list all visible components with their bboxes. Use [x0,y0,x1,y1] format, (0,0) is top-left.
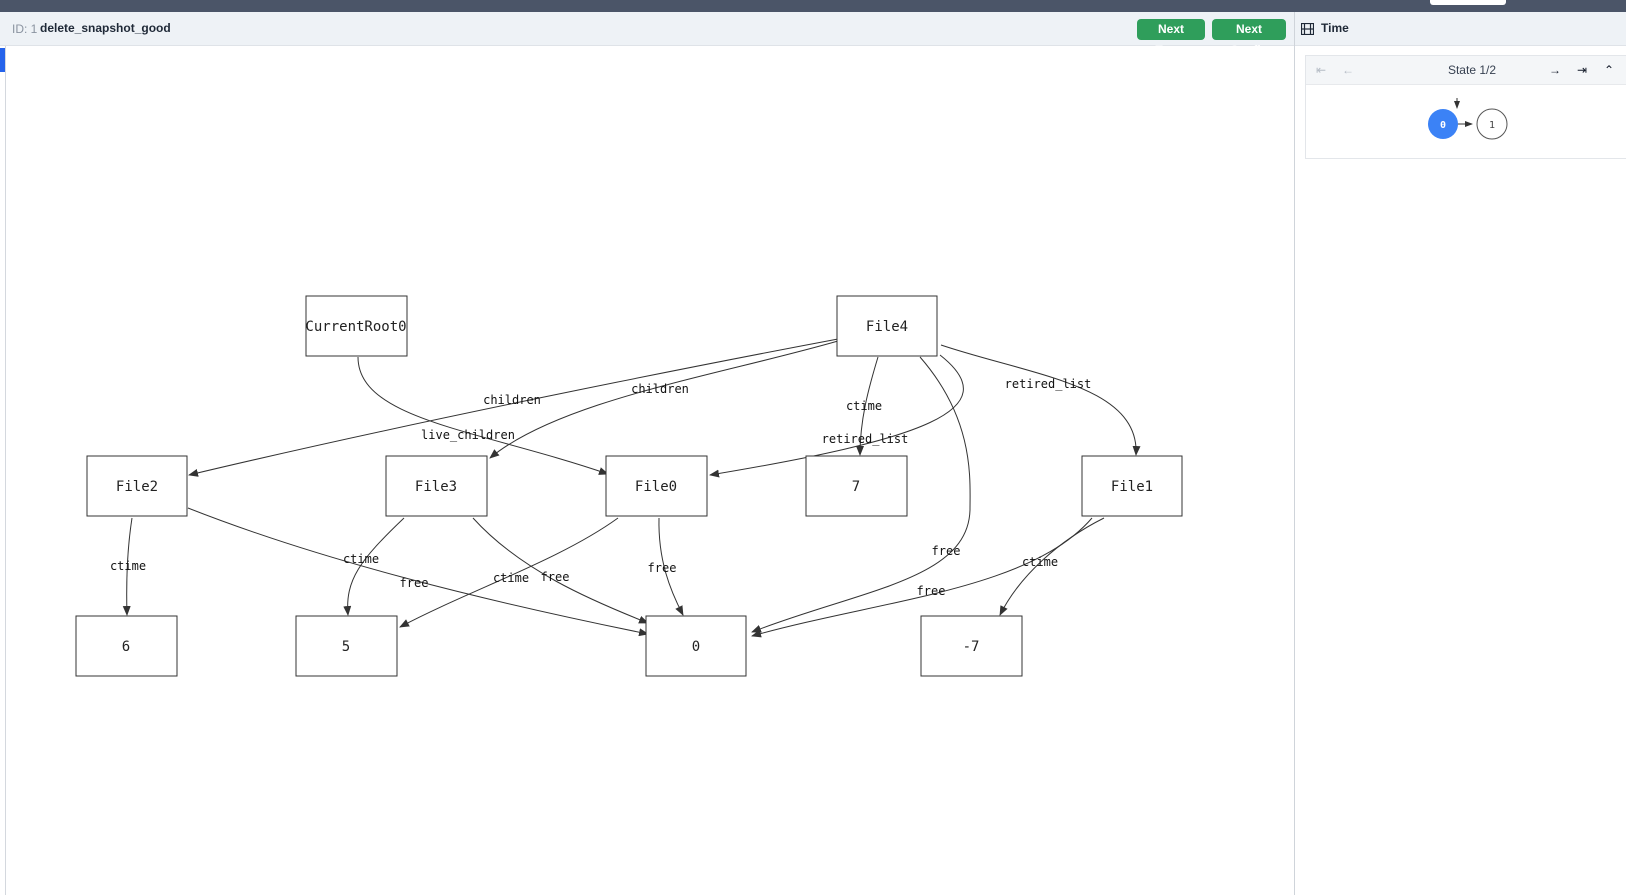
edge-label: children [483,393,541,407]
last-state-button[interactable]: ⇥ [1573,61,1591,79]
next-state-button[interactable]: → [1546,61,1564,79]
state-node-0-label: 0 [1440,120,1446,131]
collapse-button[interactable]: ⌃ [1600,61,1618,79]
state-node-0[interactable]: 0 [1428,109,1458,139]
skip-back-icon: ⇤ [1315,63,1327,77]
left-gutter [5,46,6,895]
node-label: File4 [866,319,908,335]
state-node-1-label: 1 [1489,120,1495,131]
node-label: 6 [122,639,130,655]
node-label: 7 [852,479,860,495]
chevron-up-icon: ⌃ [1603,63,1615,77]
edge-label: ctime [846,399,882,413]
state-navigator: ⇤ ← State 1/2 → ⇥ ⌃ 0 1 [1305,55,1626,159]
time-panel-header: Time [1295,12,1626,46]
node-label: CurrentRoot0 [305,319,406,335]
edge-file0-0 [658,517,684,616]
node-label: File2 [116,479,158,495]
node-box[interactable] [805,455,908,517]
edge-label: ctime [1022,555,1058,569]
state-node-1-circle[interactable] [1476,108,1508,140]
edge-label: free [648,561,677,575]
prev-state-button[interactable]: ← [1339,61,1357,79]
top-bar [0,0,1626,12]
edge-file4-file0 [709,354,964,478]
edge-label: free [400,576,429,590]
state-node-1[interactable]: 1 [1476,108,1508,140]
node-label: File3 [415,479,457,495]
node-box[interactable] [86,455,188,517]
edge-label: ctime [493,571,529,585]
edge-label: live_children [421,428,515,442]
edge-currentroot0-file0 [357,356,609,475]
node-box[interactable] [305,295,408,357]
arrow-left-icon: ← [1342,63,1354,77]
time-panel-title: Time [1321,21,1349,35]
first-state-button[interactable]: ⇤ [1312,61,1330,79]
state-timeline-graph: 0 1 [1428,98,1508,140]
next-config-button[interactable]: Next Config [1212,19,1286,57]
node-box[interactable] [295,615,398,677]
edge-label: ctime [343,552,379,566]
state-graph-svg: children children live_children ctime re… [75,295,1183,677]
node-box[interactable] [645,615,747,677]
edge-file4-0 [751,356,971,633]
edge-label: retired_list [1005,377,1092,391]
top-bar-button[interactable] [1430,0,1506,5]
edge-file2-6 [122,517,133,616]
state-node-0-circle[interactable] [1428,109,1458,139]
edge-file3-5 [343,517,405,616]
graph-canvas[interactable]: children children live_children ctime re… [6,46,1294,895]
node-box[interactable] [605,455,708,517]
node-box[interactable] [75,615,178,677]
arrow-right-icon: → [1549,63,1561,77]
edge-file1-7neg [999,517,1105,616]
node-label: 5 [342,639,350,655]
next-trace-button[interactable]: Next Trace [1137,19,1205,57]
edge-label: free [541,570,570,584]
edge-label: retired_list [822,432,909,446]
node-box[interactable] [836,295,938,357]
edge-file1-0 [751,517,1093,638]
edge-file0-5 [399,517,619,628]
node-box[interactable] [385,455,488,517]
skip-forward-icon: ⇥ [1576,63,1588,77]
edge-file4-file3 [489,340,839,459]
selection-indicator [0,48,6,72]
edge-file2-0 [187,507,649,637]
edge-file4-file2 [188,338,839,477]
edge-label: free [932,544,961,558]
edge-label: children [631,382,689,396]
node-label: File0 [635,479,677,495]
state-counter: State 1/2 [1447,63,1497,77]
node-label: 0 [692,639,700,655]
film-icon [1301,23,1314,35]
panel-divider[interactable] [1294,12,1295,895]
state-toolbar: ⇤ ← State 1/2 → ⇥ ⌃ [1306,56,1626,85]
trace-id: ID: 1 [12,22,38,36]
trace-name: delete_snapshot_good [40,21,171,35]
edge-file3-0 [472,517,649,624]
edge-file4-7 [856,356,879,456]
node-label: File1 [1111,479,1153,495]
trace-header: ID: 1 delete_snapshot_good Next Trace Ne… [0,12,1294,57]
node-box[interactable] [920,615,1023,677]
edge-label: free [917,584,946,598]
edge-label: ctime [110,559,146,573]
edge-file4-file1 [940,344,1141,456]
node-label: -7 [963,639,980,655]
node-box[interactable] [1081,455,1183,517]
